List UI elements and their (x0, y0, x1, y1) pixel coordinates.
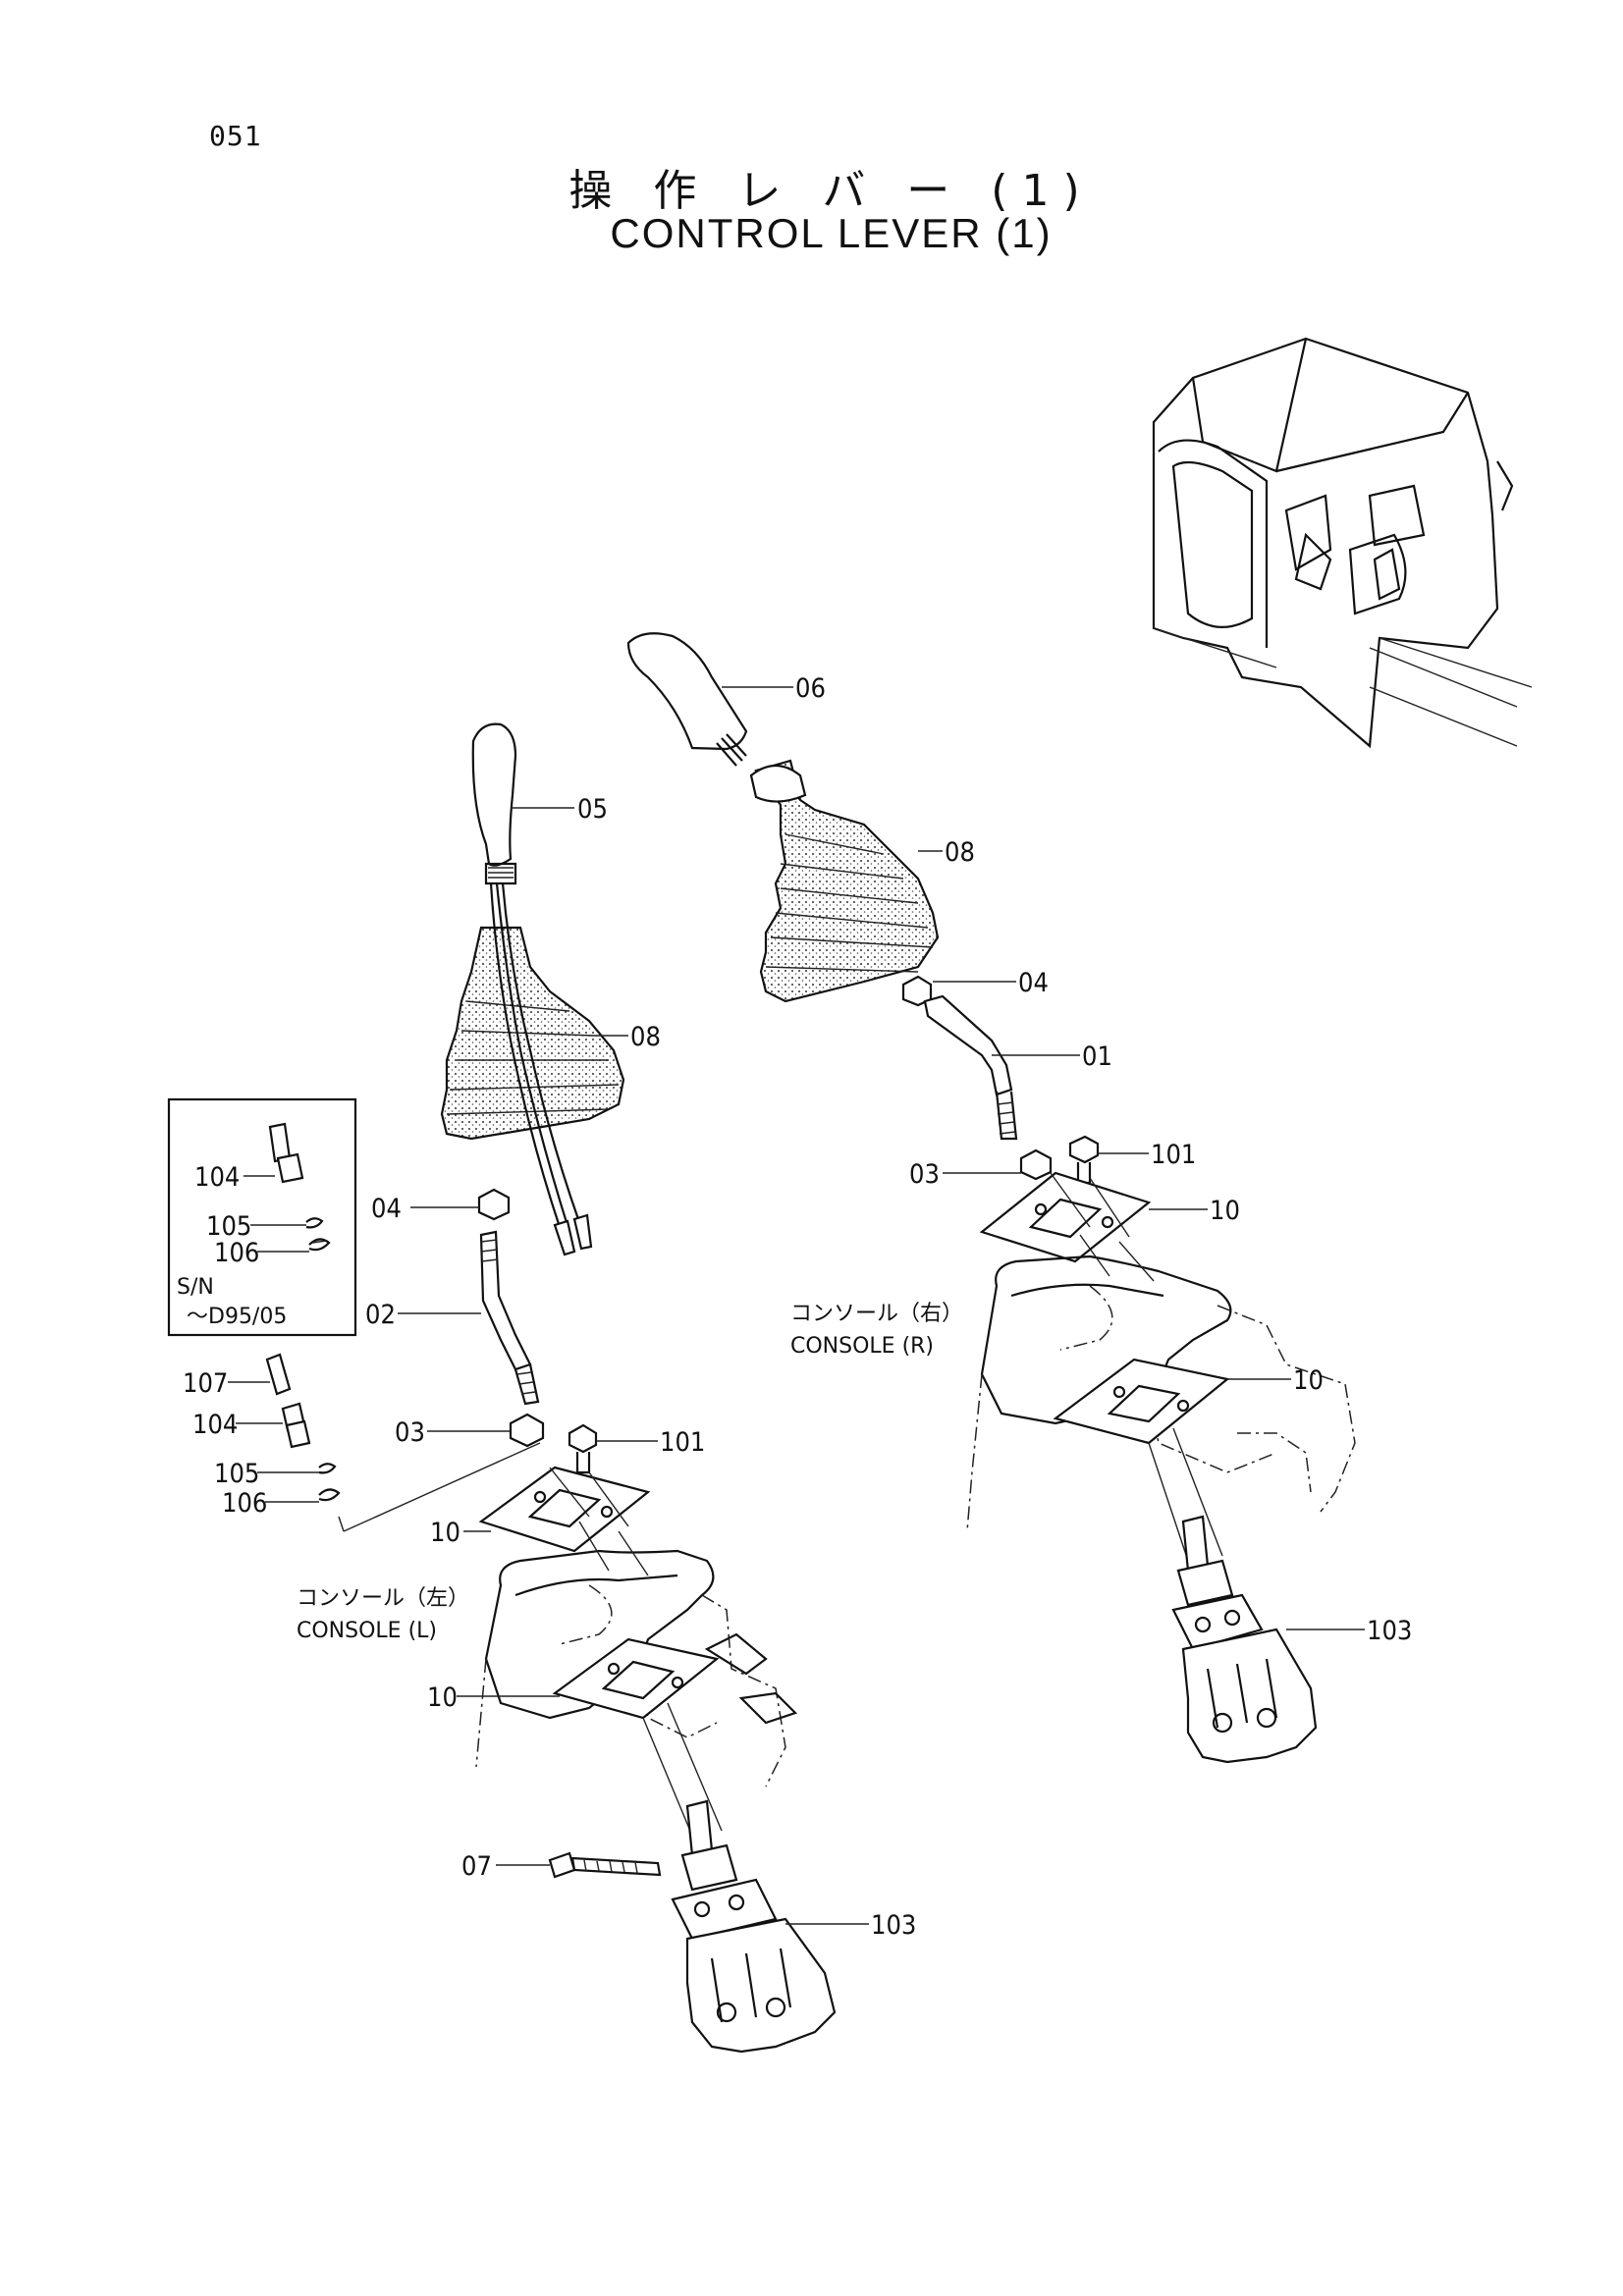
clip-105 (318, 1463, 337, 1474)
console-left-label-jp: コンソール（左） (297, 1586, 469, 1611)
callout-101-left: 101 (660, 1427, 705, 1458)
page-number: 051 (209, 120, 262, 152)
callout-04-right: 04 (1018, 968, 1049, 998)
inset-sn-range: ～D95/05 (187, 1305, 287, 1329)
inset-sn-label: S/N (177, 1275, 214, 1300)
right-nut-03 (1019, 1148, 1053, 1181)
callout-03-left: 03 (395, 1417, 425, 1448)
callout-105: 105 (214, 1459, 259, 1489)
callout-10-left-lower: 10 (427, 1682, 458, 1713)
callout-104-inset: 104 (194, 1162, 240, 1193)
right-boot (754, 759, 940, 1003)
callout-02: 02 (365, 1300, 396, 1330)
callout-05: 05 (577, 794, 608, 825)
page-title-japanese: 操 作 レ バ ー (1) (568, 166, 1094, 216)
left-plate-10-upper (478, 1466, 651, 1553)
callout-106-inset: 106 (214, 1238, 259, 1268)
callout-105-inset: 105 (206, 1211, 251, 1242)
left-lever-assembly (338, 722, 837, 2054)
left-pilot-valve-103 (671, 1799, 837, 2054)
excavator-cab-illustration (1152, 337, 1533, 749)
callout-104: 104 (192, 1410, 238, 1440)
clip-106 (318, 1488, 341, 1502)
left-plate-10-lower (552, 1637, 720, 1720)
console-right-label-jp: コンソール（右） (790, 1302, 963, 1326)
callout-leaders (228, 686, 1365, 1925)
page-title-english: CONTROL LEVER (1) (610, 210, 1053, 256)
left-nut-03 (509, 1413, 545, 1448)
right-plate-10-upper (979, 1171, 1152, 1263)
right-console (980, 1255, 1232, 1425)
console-right-label-en: CONSOLE (R) (790, 1334, 934, 1359)
right-lever-assembly (626, 632, 1356, 1764)
callout-101-right: 101 (1151, 1140, 1196, 1170)
callout-04-left: 04 (371, 1194, 402, 1224)
left-bolt-101 (568, 1423, 598, 1454)
left-nut-04 (477, 1188, 511, 1221)
right-rod-01 (923, 994, 1013, 1096)
callout-10-right-lower: 10 (1293, 1365, 1324, 1396)
left-grip (471, 722, 517, 867)
callout-08-left: 08 (630, 1022, 661, 1052)
left-extra-parts (265, 1353, 341, 1502)
callout-08-right: 08 (945, 837, 975, 868)
callout-10-right-upper: 10 (1210, 1196, 1240, 1226)
callout-03-right: 03 (909, 1159, 940, 1190)
serial-number-inset (167, 1097, 357, 1337)
right-pilot-valve-103 (1171, 1515, 1318, 1764)
left-rod-02 (479, 1230, 532, 1371)
callout-107: 107 (183, 1368, 228, 1399)
callout-06: 06 (795, 673, 826, 704)
callout-103-left: 103 (871, 1910, 916, 1941)
callout-01: 01 (1082, 1041, 1112, 1072)
callout-labels: 06 05 08 08 04 04 01 02 03 03 101 101 10… (183, 673, 1412, 1941)
left-console (484, 1549, 715, 1720)
callout-07: 07 (461, 1851, 492, 1882)
right-grip (626, 632, 748, 751)
left-cable-tie-07 (548, 1851, 576, 1879)
console-left-label-en: CONSOLE (L) (297, 1619, 437, 1643)
right-bolt-101 (1068, 1135, 1100, 1164)
callout-106: 106 (222, 1488, 267, 1519)
callout-103-right: 103 (1367, 1616, 1412, 1646)
right-plate-10-lower (1053, 1358, 1230, 1445)
pin-107 (265, 1353, 292, 1396)
callout-10-left-upper: 10 (430, 1518, 460, 1548)
